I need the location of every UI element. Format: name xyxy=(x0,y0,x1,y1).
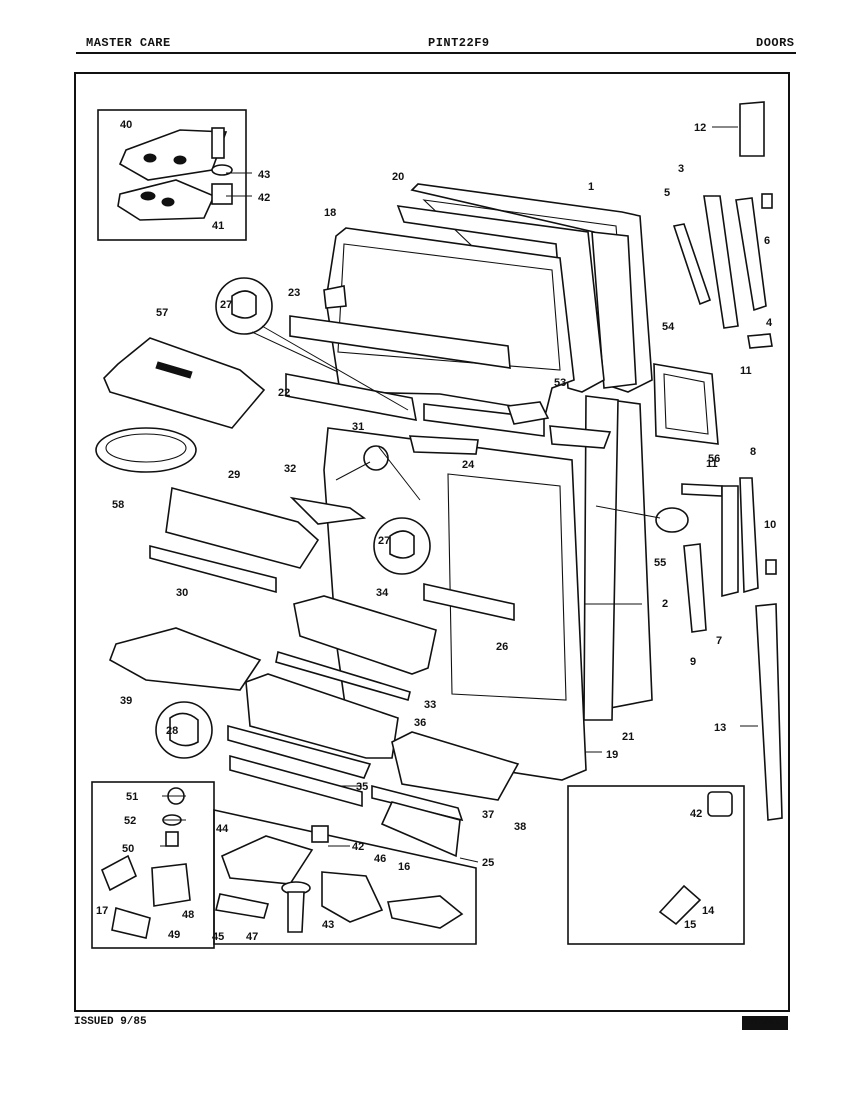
part-label: 20 xyxy=(392,171,404,183)
part-label: 22 xyxy=(278,387,290,399)
part-label: 53 xyxy=(554,377,566,389)
part-label: 43 xyxy=(258,169,270,181)
part-label: 43 xyxy=(322,919,334,931)
part-label: 44 xyxy=(216,823,229,835)
inset-box-top-hinge xyxy=(97,109,247,241)
part-label: 35 xyxy=(356,781,368,793)
header-model-number: PINT22F9 xyxy=(428,36,490,50)
header-section: DOORS xyxy=(756,36,795,50)
part-label: 23 xyxy=(288,287,300,299)
part-label: 16 xyxy=(398,861,410,873)
part-label: 9 xyxy=(690,656,696,668)
part-label: 42 xyxy=(258,192,270,204)
part-label: 55 xyxy=(654,557,666,569)
brand-logo: AMANA xyxy=(742,1016,788,1030)
inset-box-bottom-hinge-right xyxy=(213,809,477,945)
part-label: 52 xyxy=(124,815,136,827)
door-outer-panel xyxy=(410,183,653,393)
leader-lines xyxy=(160,126,758,863)
part-label: 31 xyxy=(352,421,364,433)
part-label: 27 xyxy=(378,535,390,547)
part-label: 7 xyxy=(716,635,722,647)
part-label: 2 xyxy=(662,598,668,610)
part-label: 18 xyxy=(324,207,336,219)
part-label: 11 xyxy=(706,458,718,470)
detail-circle-28 xyxy=(155,701,213,759)
part-label: 54 xyxy=(662,321,675,333)
part-label: 27 xyxy=(220,299,232,311)
part-label: 56 xyxy=(708,453,720,465)
part-label: 41 xyxy=(212,220,224,232)
part-label: 42 xyxy=(690,808,702,820)
part-label: 8 xyxy=(750,446,756,458)
part-label: 24 xyxy=(462,459,475,471)
right-hardware xyxy=(595,101,783,821)
inset-box-spacer xyxy=(567,785,745,945)
detail-circle-27-top xyxy=(215,277,409,411)
part-label: 19 xyxy=(606,749,618,761)
part-label: 37 xyxy=(482,809,494,821)
part-label: 10 xyxy=(764,519,776,531)
part-label: 45 xyxy=(212,931,224,943)
part-label: 48 xyxy=(182,909,194,921)
part-labels: 1 2 3 4 5 6 7 8 9 10 11 11 12 13 14 15 1… xyxy=(96,119,776,943)
part-label: 14 xyxy=(702,905,715,917)
part-label: 21 xyxy=(622,731,634,743)
part-label: 11 xyxy=(740,365,752,377)
part-label: 39 xyxy=(120,695,132,707)
detail-circle-27-mid xyxy=(335,445,431,575)
part-label: 25 xyxy=(482,857,494,869)
part-label: 13 xyxy=(714,722,726,734)
part-label: 4 xyxy=(766,317,773,329)
issue-date: ISSUED 9/85 xyxy=(74,1016,147,1028)
freezer-door-liner xyxy=(285,205,605,437)
part-label: 51 xyxy=(126,791,138,803)
part-label: 47 xyxy=(246,931,258,943)
part-label: 12 xyxy=(694,122,706,134)
part-label: 30 xyxy=(176,587,188,599)
part-label: 57 xyxy=(156,307,168,319)
part-label: 49 xyxy=(168,929,180,941)
accessory-parts xyxy=(95,337,520,858)
header-model-series: MASTER CARE xyxy=(86,36,171,50)
diagram-frame xyxy=(74,72,790,1012)
part-label: 17 xyxy=(96,905,108,917)
bottom-hinge-parts xyxy=(100,787,464,939)
part-label: 33 xyxy=(424,699,436,711)
spacer-parts xyxy=(658,791,733,926)
part-label: 40 xyxy=(120,119,132,131)
part-label: 42 xyxy=(352,841,364,853)
part-label: 38 xyxy=(514,821,526,833)
part-label: 3 xyxy=(678,163,684,175)
header-rule xyxy=(76,52,796,54)
part-label: 15 xyxy=(684,919,696,931)
top-hinge-parts xyxy=(117,127,233,221)
part-label: 46 xyxy=(374,853,386,865)
part-label: 5 xyxy=(664,187,670,199)
part-label: 26 xyxy=(496,641,508,653)
part-label: 1 xyxy=(588,181,594,193)
part-label: 28 xyxy=(166,725,178,737)
part-label: 50 xyxy=(122,843,134,855)
part-label: 32 xyxy=(284,463,296,475)
part-label: 6 xyxy=(764,235,770,247)
part-label: 34 xyxy=(376,587,389,599)
part-label: 36 xyxy=(414,717,426,729)
part-label: 58 xyxy=(112,499,124,511)
part-label: 29 xyxy=(228,469,240,481)
